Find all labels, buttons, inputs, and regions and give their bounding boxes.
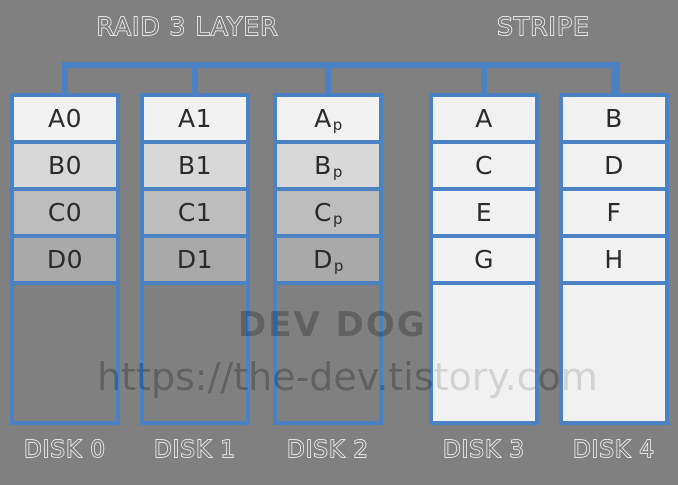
disk-3-block-2[interactable]: E	[433, 191, 535, 238]
block-label: B1	[177, 151, 213, 180]
bracket-drop-disk-0	[62, 62, 68, 93]
disk-3-block-3[interactable]: G	[433, 238, 535, 285]
block-label: C0	[47, 198, 83, 227]
disk-1-block-1[interactable]: B1	[144, 144, 246, 191]
disk-caption-2: DISK 2	[286, 436, 370, 463]
block-label: C	[475, 151, 493, 180]
block-subscript: p	[332, 162, 343, 181]
block-label: A	[314, 104, 332, 133]
disk-1-block-0[interactable]: A1	[144, 97, 246, 144]
block-label: B	[605, 104, 623, 133]
disk-0-block-2[interactable]: C0	[14, 191, 116, 238]
group-title-raid3: RAID 3 LAYER	[96, 11, 279, 41]
disk-1-block-3[interactable]: D1	[144, 238, 246, 285]
block-label: A0	[47, 104, 82, 133]
block-label: D1	[176, 245, 214, 274]
disk-caption-4: DISK 4	[572, 436, 656, 463]
bracket-drop-disk-2	[325, 62, 331, 93]
disk-0-block-0[interactable]: A0	[14, 97, 116, 144]
bracket-drop-disk-3	[481, 62, 487, 93]
block-label: C	[314, 198, 332, 227]
block-subscript: p	[332, 115, 343, 134]
disk-caption-3: DISK 3	[442, 436, 526, 463]
disk-1-block-2[interactable]: C1	[144, 191, 246, 238]
block-subscript: p	[332, 209, 343, 228]
disk-4-block-1[interactable]: D	[563, 144, 665, 191]
disk-caption-0: DISK 0	[23, 436, 107, 463]
disk-caption-1: DISK 1	[153, 436, 237, 463]
disk-4-block-0[interactable]: B	[563, 97, 665, 144]
block-label: A	[475, 104, 493, 133]
disk-4-block-3[interactable]: H	[563, 238, 665, 285]
block-label: D0	[46, 245, 84, 274]
block-label: F	[606, 198, 622, 227]
bracket-end-cap-right	[614, 62, 620, 93]
block-label: H	[604, 245, 624, 274]
block-label: G	[474, 245, 494, 274]
disk-3-block-0[interactable]: A	[433, 97, 535, 144]
block-label: B0	[47, 151, 83, 180]
disk-0-block-1[interactable]: B0	[14, 144, 116, 191]
block-label: B	[314, 151, 332, 180]
block-label: A1	[177, 104, 212, 133]
bracket-drop-disk-1	[192, 62, 198, 93]
group-title-stripe: STRIPE	[496, 11, 590, 41]
block-subscript: p	[333, 256, 344, 275]
block-label: C1	[177, 198, 213, 227]
block-label: D	[313, 245, 333, 274]
bracket-horizontal-spine	[62, 62, 620, 68]
block-label: D	[604, 151, 624, 180]
bracket-drop-disk-4	[611, 62, 617, 93]
disk-0-block-3[interactable]: D0	[14, 238, 116, 285]
disk-4-block-2[interactable]: F	[563, 191, 665, 238]
block-label: E	[475, 198, 493, 227]
disk-3-block-1[interactable]: C	[433, 144, 535, 191]
